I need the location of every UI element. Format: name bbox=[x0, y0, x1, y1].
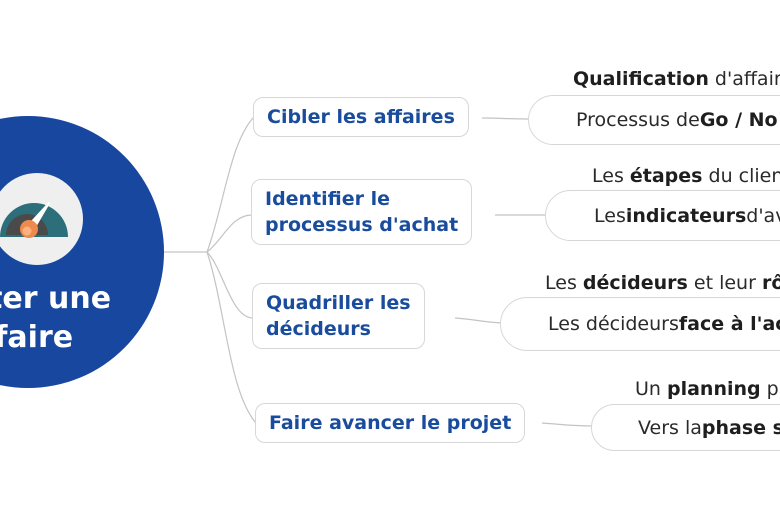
leaf-etapes-client[interactable]: Les étapes du client bbox=[592, 165, 780, 187]
connector-leaf-4 bbox=[541, 422, 594, 427]
branch-label-line2: décideurs bbox=[266, 318, 371, 340]
branch-identifier-processus-achat[interactable]: Identifier le processus d'achat bbox=[251, 179, 473, 245]
connector-branch-1 bbox=[206, 116, 255, 253]
leaf-qualification-affaires[interactable]: Qualification d'affaires bbox=[573, 68, 780, 90]
gauge-icon bbox=[0, 173, 83, 265]
branch-label-line2: processus d'achat bbox=[265, 214, 459, 236]
leaf-decideurs-role[interactable]: Les décideurs et leur rôle bbox=[545, 272, 780, 294]
branch-faire-avancer-projet[interactable]: Faire avancer le projet bbox=[255, 403, 526, 443]
connector-branch-2 bbox=[206, 214, 253, 253]
leaf-indicateurs-avancement[interactable]: Les indicateurs d'avancement bbox=[545, 190, 780, 241]
leaf-decideurs-face-achat[interactable]: Les décideurs face à l'achat bbox=[500, 297, 780, 351]
leaf-processus-go-no-go[interactable]: Processus de Go / No Go bbox=[528, 95, 780, 145]
gauge-hub-highlight bbox=[22, 226, 32, 236]
branch-label-line1: Identifier le bbox=[265, 188, 391, 210]
leaf-planning-partage[interactable]: Un planning partagé bbox=[635, 378, 780, 400]
connector-branch-4 bbox=[206, 251, 257, 424]
gauge-icon-art bbox=[0, 202, 68, 238]
connector-leaf-1 bbox=[481, 117, 531, 120]
branch-label: Faire avancer le projet bbox=[269, 412, 512, 434]
leaf-phase-suivante[interactable]: Vers la phase suivante bbox=[591, 404, 780, 451]
branch-quadriller-decideurs[interactable]: Quadriller les décideurs bbox=[252, 283, 425, 349]
branch-cibler-les-affaires[interactable]: Cibler les affaires bbox=[253, 97, 469, 137]
central-topic-label: Piloter une affaire bbox=[0, 279, 111, 357]
central-topic-line2: affaire bbox=[0, 320, 74, 355]
connector-branch-3 bbox=[206, 251, 254, 319]
connector-leaf-3 bbox=[454, 317, 503, 324]
branch-label-line1: Quadriller les bbox=[266, 292, 411, 314]
branch-label: Cibler les affaires bbox=[267, 106, 455, 128]
central-topic-line1: Piloter une bbox=[0, 281, 112, 316]
